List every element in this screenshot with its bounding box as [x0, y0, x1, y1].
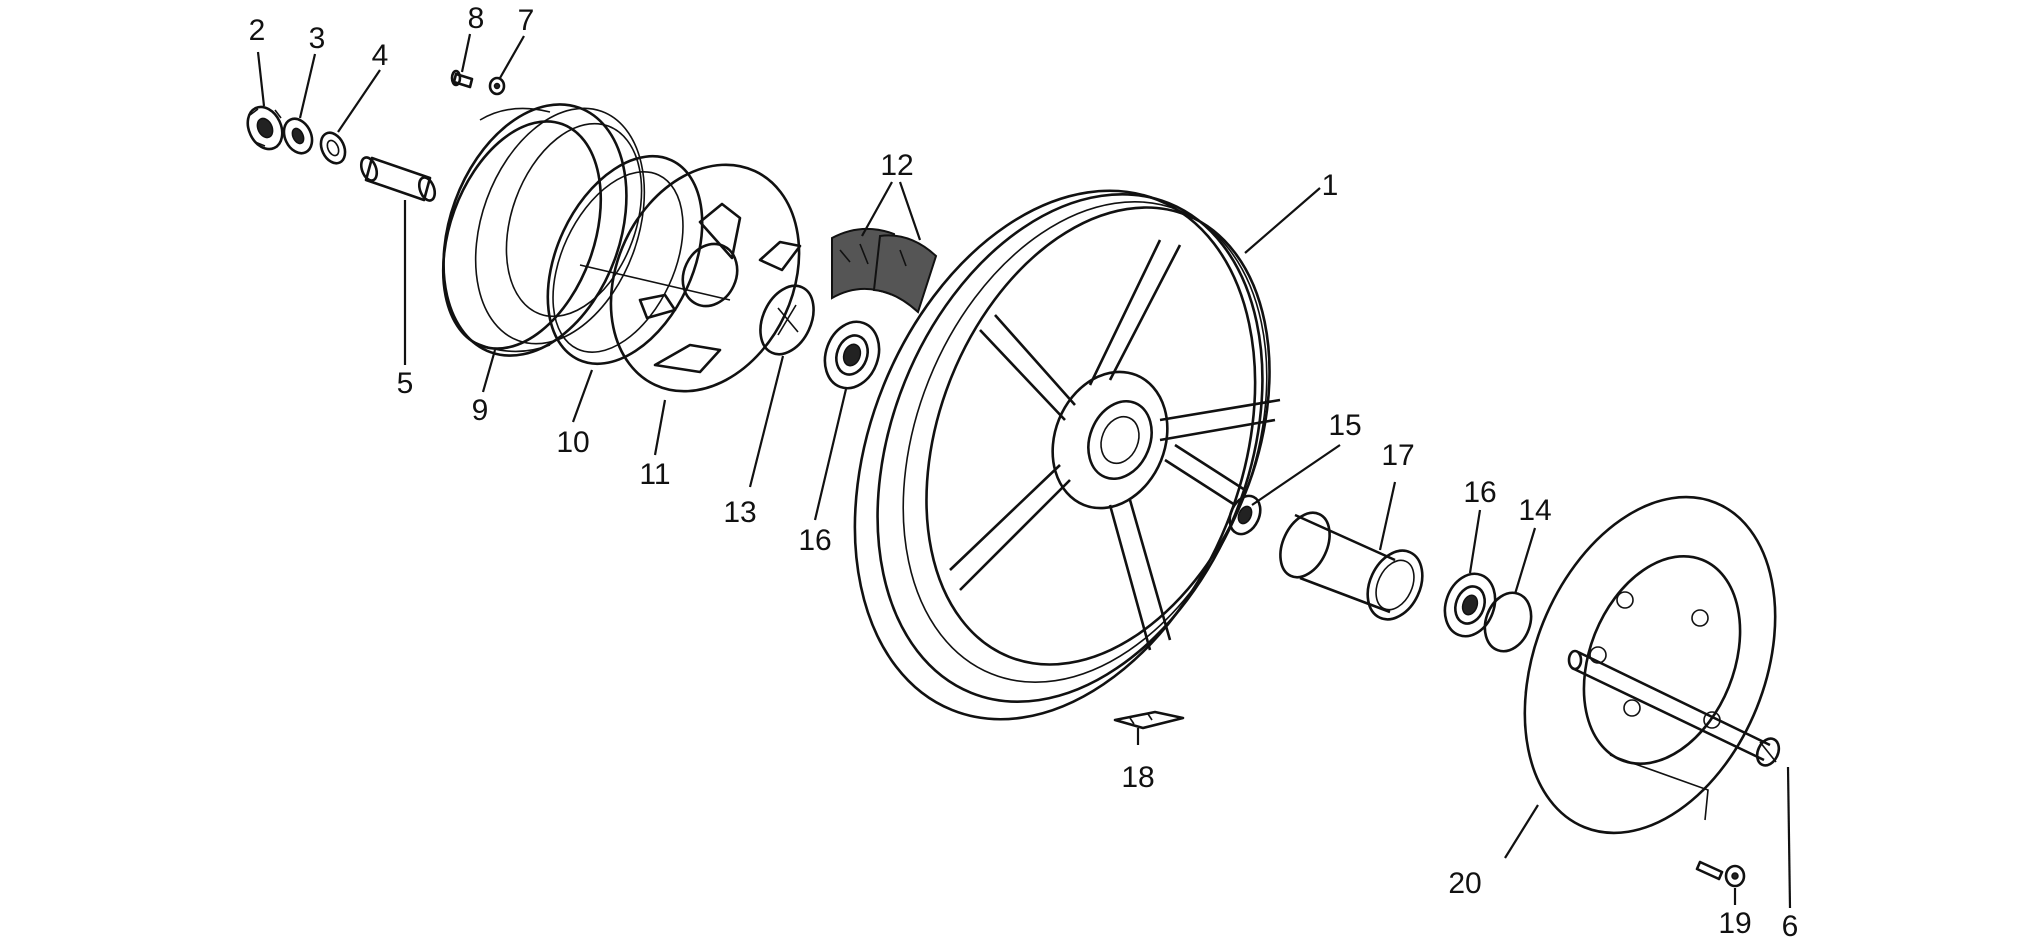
part-4-spacer-ring — [319, 131, 347, 165]
callout-labels: 1 2 3 4 5 6 7 8 9 10 11 12 13 14 15 16 1… — [249, 2, 1799, 941]
part-12-brake-pads — [831, 227, 938, 314]
callout-6: 6 — [1782, 910, 1799, 941]
part-16-bearing-right — [1443, 572, 1497, 638]
part-11-brake-plate — [579, 163, 802, 393]
callout-18: 18 — [1121, 761, 1154, 794]
callout-5: 5 — [397, 367, 414, 400]
part-16-bearing-left — [823, 320, 881, 390]
callout-3: 3 — [309, 22, 326, 55]
part-1-wheel — [853, 189, 1281, 721]
part-14-circlip — [1483, 591, 1533, 653]
leader-lines — [256, 33, 1792, 909]
part-8-screw — [450, 69, 474, 89]
part-9-brake-drum — [441, 103, 646, 357]
callout-13: 13 — [723, 496, 756, 529]
part-17-spacer-sleeve — [1279, 511, 1424, 621]
part-5-spacer-tube — [359, 156, 437, 202]
callout-11: 11 — [639, 458, 670, 491]
part-13-clip — [759, 284, 815, 356]
callout-9: 9 — [472, 394, 489, 427]
callout-17: 17 — [1381, 439, 1414, 472]
callout-1: 1 — [1322, 169, 1339, 202]
part-20-brake-disc — [1523, 495, 1777, 835]
callout-15: 15 — [1328, 409, 1361, 442]
callout-8: 8 — [468, 2, 485, 35]
part-6-axle — [1567, 649, 1781, 767]
callout-19: 19 — [1718, 907, 1751, 940]
callout-16-right: 16 — [1463, 476, 1496, 509]
callout-2: 2 — [249, 14, 266, 47]
callout-7: 7 — [518, 4, 535, 37]
callout-10: 10 — [556, 426, 589, 459]
part-18-balance-weight — [1113, 710, 1185, 730]
callout-20: 20 — [1448, 867, 1481, 900]
callout-12: 12 — [880, 149, 913, 182]
callout-14: 14 — [1518, 494, 1551, 527]
part-3-washer — [282, 117, 314, 155]
part-7-washer — [488, 76, 506, 96]
callout-16-left: 16 — [798, 524, 831, 557]
callout-4: 4 — [372, 39, 389, 72]
part-2-axle-nut — [246, 105, 284, 151]
part-19-screw — [1695, 860, 1746, 888]
